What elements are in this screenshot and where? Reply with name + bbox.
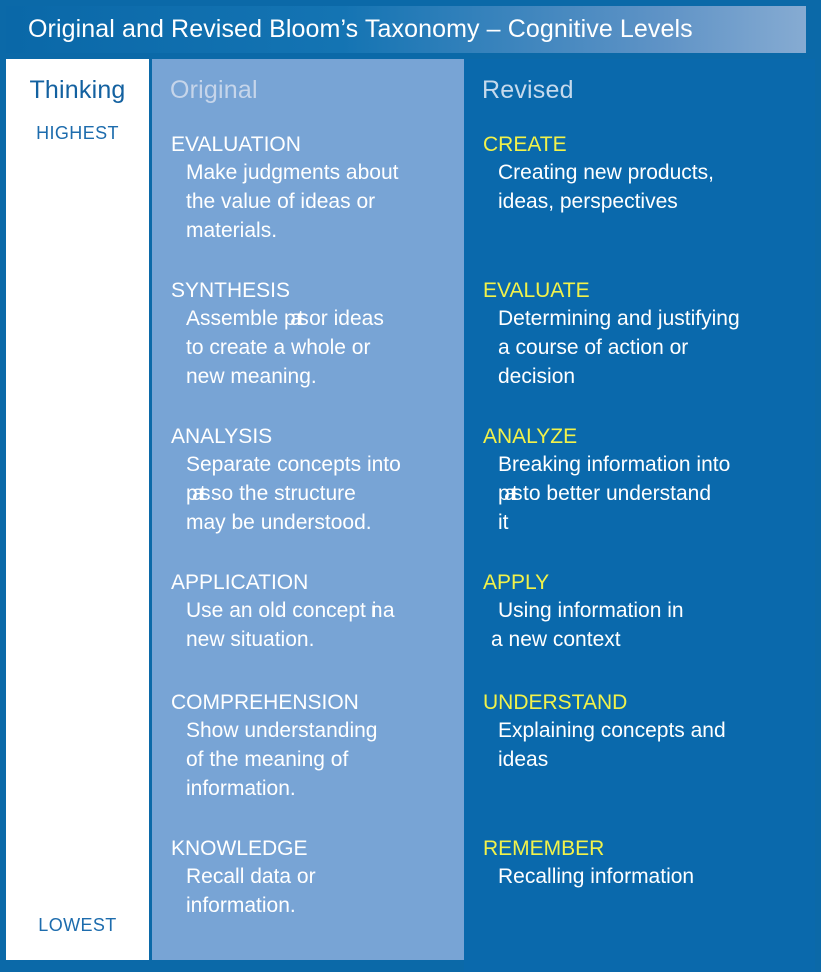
level-description: Creating new products, ideas, perspective… (483, 158, 809, 216)
level-description: Determining and justifying a course of ac… (483, 304, 809, 391)
level-desc-line: parts so the structure (186, 482, 356, 505)
level-title: APPLICATION (171, 571, 309, 594)
taxonomy-level: SYNTHESIS Assemble parts or ideas to creat… (152, 277, 464, 391)
level-desc-line: a course of action or (498, 336, 689, 359)
figure-title-bar: Original and Revised Bloom’s Taxonomy – … (6, 6, 806, 53)
taxonomy-level: KNOWLEDGE Recall data or information. (152, 835, 464, 920)
level-title: EVALUATION (171, 133, 301, 156)
level-desc-line: materials. (186, 219, 278, 242)
level-description: Explaining concepts and ideas (483, 716, 809, 774)
level-desc-line: Recall data or (186, 865, 316, 888)
level-desc-line: Explaining concepts and (498, 719, 726, 742)
taxonomy-columns: Thinking HIGHEST LOWEST Original EVALUAT… (6, 59, 815, 972)
level-desc-line: new situation. (186, 628, 315, 651)
level-title: REMEMBER (483, 837, 605, 860)
original-column: Original EVALUATION Make judgments about t… (152, 59, 464, 960)
thinking-column: Thinking HIGHEST LOWEST (6, 59, 149, 960)
level-title: KNOWLEDGE (171, 837, 308, 860)
level-desc-line: Make judgments about (186, 161, 399, 184)
level-description: Using information in a new context (483, 596, 809, 654)
level-desc-line: Creating new products, (498, 161, 714, 184)
taxonomy-level: REMEMBER Recalling information (464, 835, 815, 891)
taxonomy-level: EVALUATE Determining and justifying a cour… (464, 277, 815, 391)
level-desc-line: new meaning. (186, 365, 317, 388)
taxonomy-level: UNDERSTAND Explaining concepts and ideas (464, 689, 815, 774)
level-desc-line: Use an old concept in a (186, 599, 395, 622)
level-desc-line: Separate concepts into (186, 453, 401, 476)
level-description: Show understanding of the meaning of infor… (171, 716, 458, 803)
level-desc-line: Using information in (498, 599, 684, 622)
level-title: ANALYZE (483, 425, 578, 448)
level-description: Recall data or information. (171, 862, 458, 920)
level-desc-line: Assemble parts or ideas (186, 307, 384, 330)
level-title: EVALUATE (483, 279, 590, 302)
highest-label: HIGHEST (36, 123, 119, 143)
level-desc-line: to create a whole or (186, 336, 371, 359)
level-desc-line: Show understanding (186, 719, 378, 742)
level-desc-line: of the meaning of (186, 748, 349, 771)
level-description: Make judgments about the value of ideas o… (171, 158, 458, 245)
level-title: COMPREHENSION (171, 691, 359, 714)
level-desc-line: information. (186, 894, 296, 917)
revised-column: Revised CREATE Creating new products, idea… (464, 59, 815, 972)
level-description: Separate concepts into parts so the struc… (171, 450, 458, 537)
level-desc-line: the value of ideas or (186, 190, 376, 213)
taxonomy-level: APPLY Using information in a new context (464, 569, 815, 654)
taxonomy-level: COMPREHENSION Show understanding of the me… (152, 689, 464, 803)
level-desc-line: parts to better understand (498, 482, 712, 505)
taxonomy-level: ANALYSIS Separate concepts into parts so t… (152, 423, 464, 537)
revised-column-header: Revised (482, 76, 574, 104)
taxonomy-level: EVALUATION Make judgments about the value … (152, 131, 464, 245)
level-title: ANALYSIS (171, 425, 273, 448)
thinking-column-header: Thinking (29, 76, 126, 104)
level-title: CREATE (483, 133, 567, 156)
level-description: Assemble parts or ideas to create a whole… (171, 304, 458, 391)
taxonomy-level: CREATE Creating new products, ideas, persp… (464, 131, 815, 216)
level-desc-line: ideas, perspectives (498, 190, 678, 213)
level-title: APPLY (483, 571, 550, 594)
original-column-header: Original (170, 76, 258, 104)
lowest-label: LOWEST (38, 915, 117, 935)
level-desc-line: Breaking information into (498, 453, 731, 476)
level-title: SYNTHESIS (171, 279, 291, 302)
level-description: Recalling information (483, 862, 809, 891)
level-desc-line: information. (186, 777, 296, 800)
level-desc-line: Recalling information (498, 865, 695, 888)
level-desc-line: decision (498, 365, 576, 388)
taxonomy-level: APPLICATION Use an old concept in a new si… (152, 569, 464, 654)
level-desc-line: a new context (491, 628, 621, 651)
level-description: Use an old concept in a new situation. (171, 596, 458, 654)
level-desc-line: it (498, 511, 509, 534)
page-title: Original and Revised Bloom’s Taxonomy – … (28, 15, 693, 43)
taxonomy-level: ANALYZE Breaking information into parts to… (464, 423, 815, 537)
level-title: UNDERSTAND (483, 691, 628, 714)
level-desc-line: ideas (498, 748, 549, 771)
level-description: Breaking information into parts to better… (483, 450, 809, 537)
level-desc-line: may be understood. (186, 511, 372, 534)
level-desc-line: Determining and justifying (498, 307, 740, 330)
